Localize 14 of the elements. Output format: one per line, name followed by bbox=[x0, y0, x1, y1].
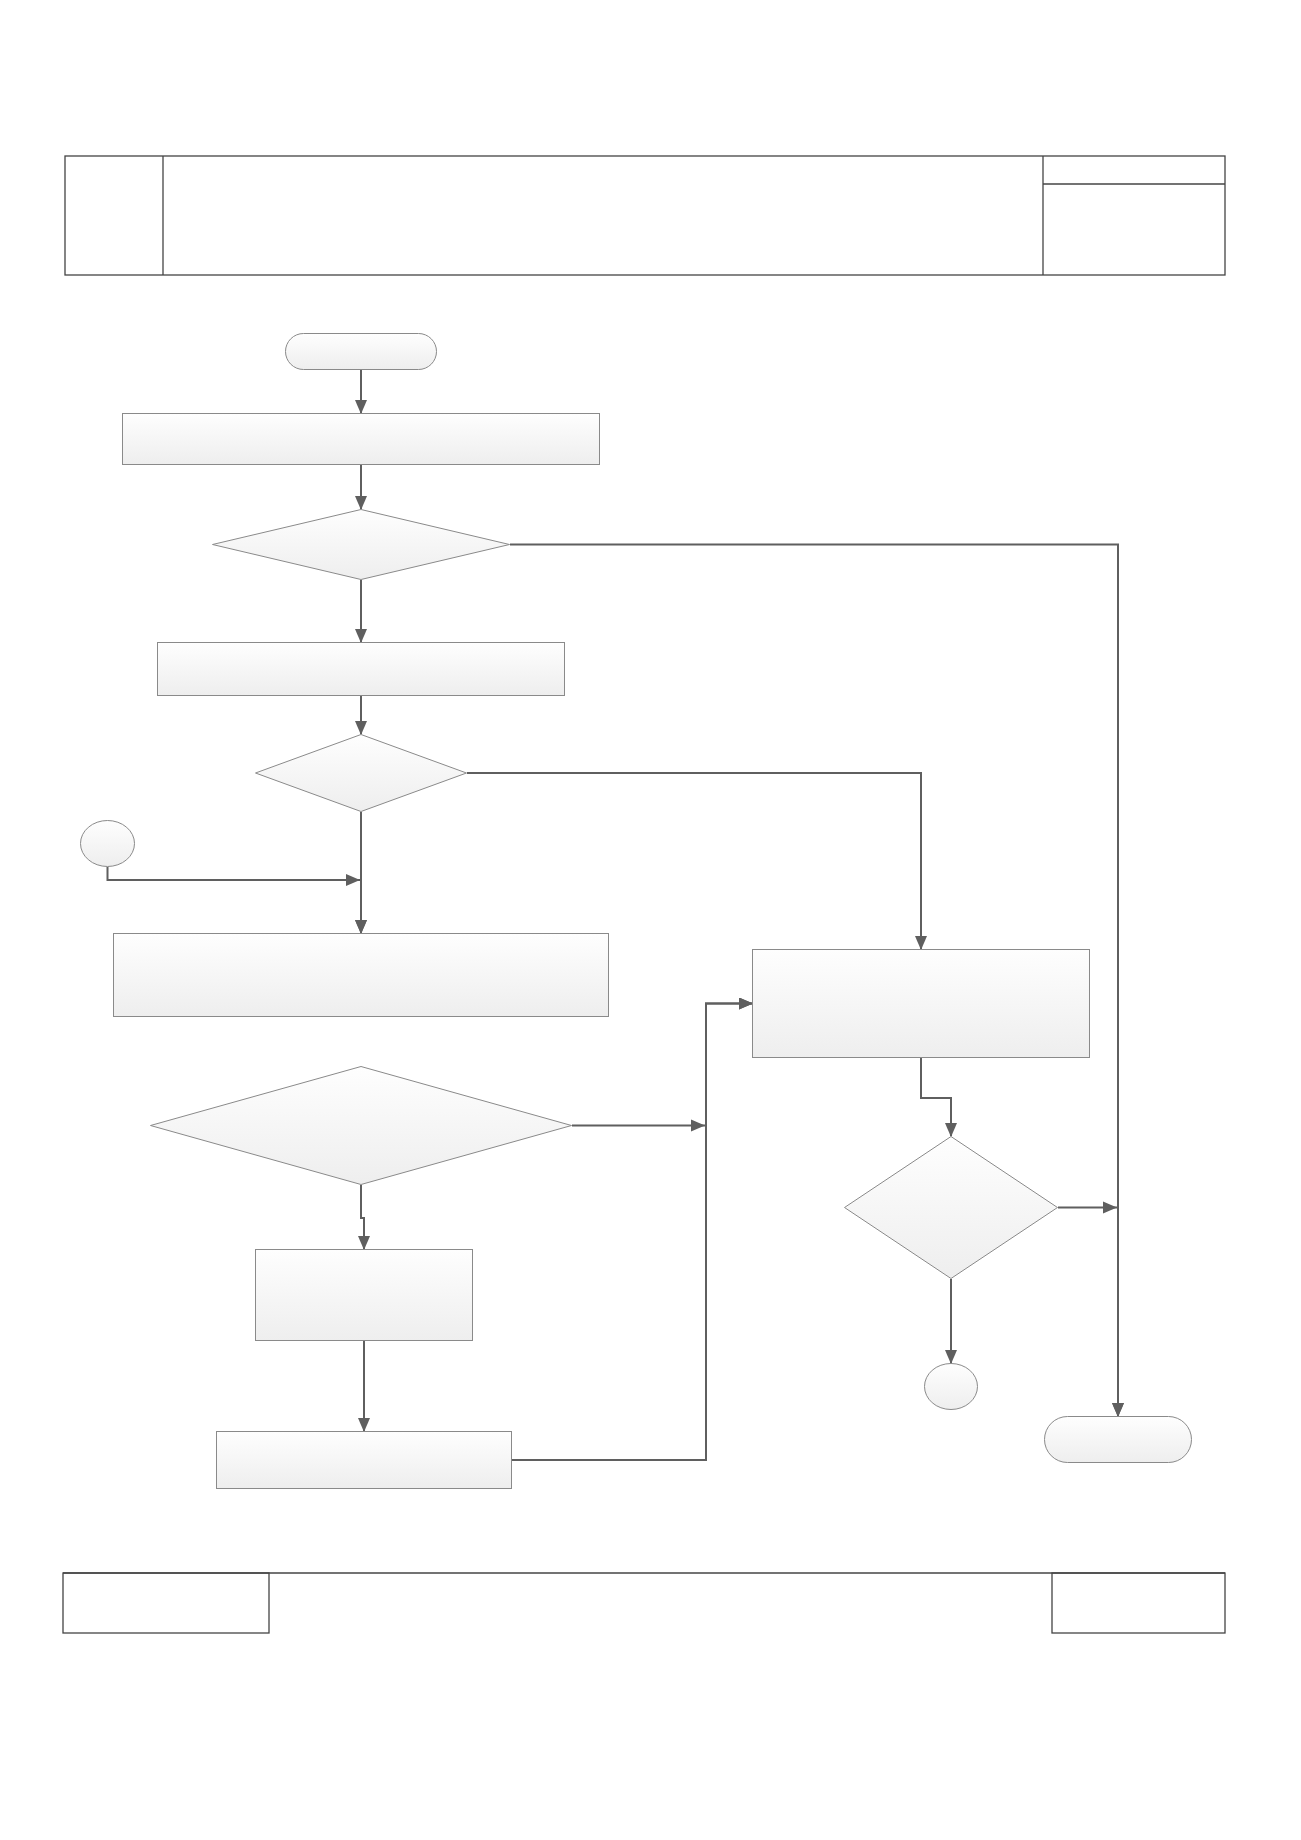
terminator-shape bbox=[1044, 1416, 1192, 1463]
decision-diamond bbox=[255, 734, 467, 812]
decision-diamond bbox=[150, 1066, 572, 1185]
connector-circle bbox=[924, 1363, 978, 1410]
process-box bbox=[122, 413, 600, 465]
terminator-shape bbox=[285, 333, 437, 370]
connector-circle bbox=[80, 820, 135, 867]
process-box bbox=[216, 1431, 512, 1489]
decision-diamond bbox=[212, 509, 510, 580]
process-box bbox=[255, 1249, 473, 1341]
decision-diamond bbox=[844, 1136, 1058, 1279]
process-box bbox=[752, 949, 1090, 1058]
process-box bbox=[113, 933, 609, 1017]
process-box bbox=[157, 642, 565, 696]
